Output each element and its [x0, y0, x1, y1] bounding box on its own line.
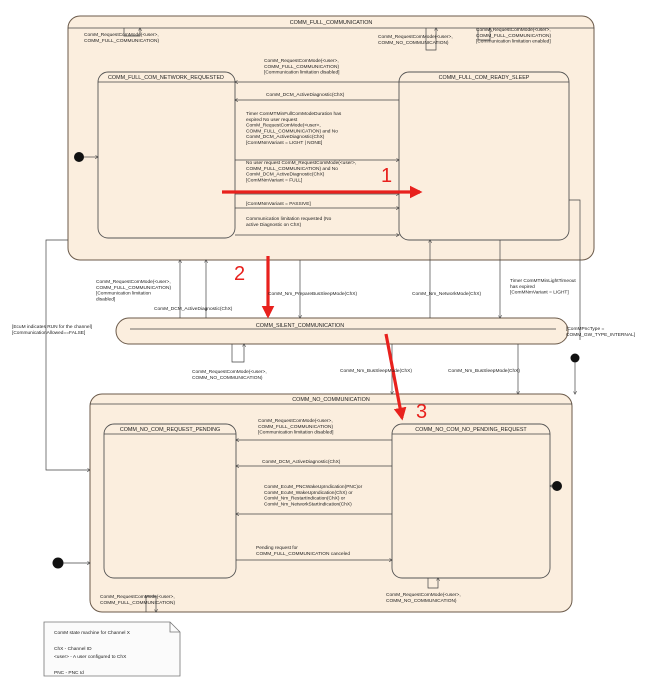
label-nopending-to-pending-2: ComM_DCM_ActiveDiagnostic(ChX) — [262, 459, 341, 465]
state-silent-communication — [115, 317, 569, 345]
state-no-pending-request-title: COMM_NO_COM_NO_PENDING_REQUEST — [415, 427, 527, 433]
note-box — [43, 621, 181, 677]
red-marker-3: 3 — [416, 401, 427, 423]
label-bus-sleep-2: ComM_Nm_BusSleepMode(ChX) — [448, 368, 520, 374]
label-ready-to-network-1: ComM_RequestComMode(<user>,COMM_FULL_COM… — [264, 58, 339, 76]
state-full-network-requested-title: COMM_FULL_COM_NETWORK_REQUESTED — [108, 75, 224, 81]
label-prepare-bus-sleep: ComM_Nm_PrepareBusSleepMode(ChX) — [268, 291, 357, 297]
label-network-to-ready-2: No user request ComM_RequestComMode(<use… — [246, 160, 356, 183]
label-ready-to-network-2: ComM_DCM_ActiveDiagnostic(ChX) — [266, 92, 345, 98]
label-ecum-run: [EcuM indicates RUN for the channel][Com… — [12, 324, 92, 336]
initial-state-no-pending — [552, 481, 562, 491]
red-marker-1: 1 — [381, 165, 392, 187]
label-full-self-right1: ComM_RequestComMode(<user>,COMM_NO_COMMU… — [378, 34, 453, 46]
initial-state-full — [74, 152, 84, 162]
label-network-mode: ComM_Nm_NetworkMode(ChX) — [412, 291, 481, 297]
label-no-self-right: ComM_RequestComMode(<user>,COMM_NO_COMMU… — [386, 592, 461, 604]
initial-state-no — [52, 557, 64, 569]
state-full-ready-sleep — [398, 71, 570, 241]
label-network-to-ready-3: [ComMNmVariant = PASSIVE] — [246, 201, 311, 207]
label-nopending-to-pending-1: ComM_RequestComMode(<user>,COMM_FULL_COM… — [258, 418, 333, 436]
state-full-network-requested — [97, 71, 236, 239]
state-no-request-pending — [103, 423, 237, 579]
label-no-self-left: ComM_RequestComMode(<user>,COMM_FULL_COM… — [100, 594, 175, 606]
state-no-communication-title: COMM_NO_COMMUNICATION — [292, 397, 370, 403]
red-marker-2: 2 — [234, 263, 245, 285]
state-no-pending-request — [391, 423, 551, 579]
state-no-request-pending-title: COMM_NO_COM_REQUEST_PENDING — [120, 427, 220, 433]
label-full-self-left: ComM_RequestComMode(<user>,COMM_FULL_COM… — [84, 32, 159, 44]
red-arrow-3 — [384, 333, 407, 421]
label-pnc-type: [ComMPncType =COMM_GW_TYPE_INTERNAL] — [566, 326, 635, 338]
choice-junction — [570, 353, 580, 363]
state-silent-communication-title: COMM_SILENT_COMMUNICATION — [256, 323, 344, 329]
state-full-communication-title: COMM_FULL_COMMUNICATION — [290, 20, 373, 26]
label-full-self-right2: ComM_RequestComMode(<user>,COMM_FULL_COM… — [476, 27, 551, 45]
label-bus-sleep-1: ComM_Nm_BusSleepMode(ChX) — [340, 368, 412, 374]
state-full-ready-sleep-title: COMM_FULL_COM_READY_SLEEP — [439, 75, 530, 81]
label-silent-self-loop: ComM_RequestComMode(<user>,COMM_NO_COMMU… — [192, 369, 267, 381]
label-silent-diagnostic: ComM_DCM_ActiveDiagnostic(ChX) — [154, 306, 233, 312]
label-silent-to-full: ComM_RequestComMode(<user>,COMM_FULL_COM… — [96, 279, 171, 302]
